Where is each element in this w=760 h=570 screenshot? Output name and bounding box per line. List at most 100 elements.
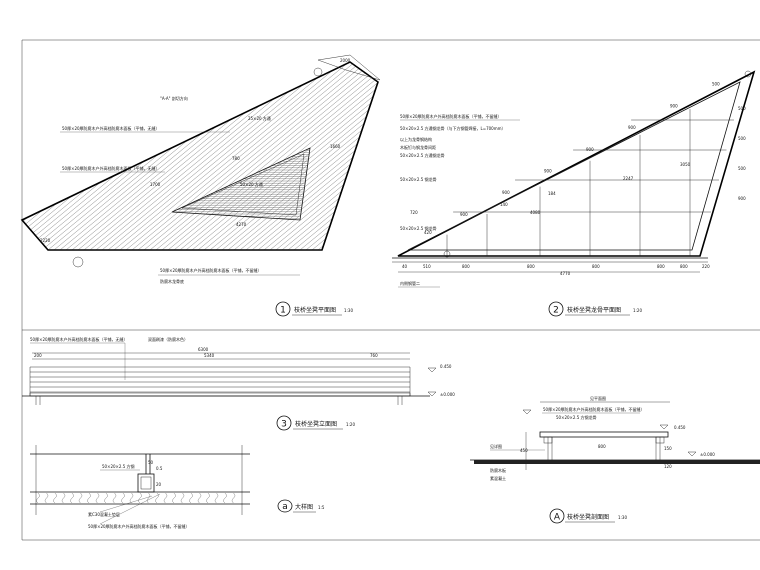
deck-board-line: [347, 62, 378, 250]
view-title: 枝桥坐凳立面图: [295, 420, 337, 428]
deck-board-line: [22, 62, 41, 250]
note-bottom-2: 防腐木龙骨底: [160, 278, 184, 284]
dim-bottom-label: 800: [527, 264, 535, 269]
steel-tube: [137, 473, 155, 493]
grain-stroke: [121, 492, 125, 504]
deck-board-line: [101, 62, 378, 250]
deck-board-line: [22, 62, 185, 250]
note-section-direction: "A-A" 剖切方向: [160, 95, 188, 101]
deck-board-line: [22, 62, 143, 250]
deck-board-line: [257, 62, 378, 250]
grain-stroke: [146, 492, 151, 504]
note-frame-5: 50×20×2.5 方通钢龙骨: [400, 152, 445, 158]
deck-board-line: [263, 62, 378, 250]
deck-board-line: [22, 62, 299, 250]
grain-stroke: [36, 492, 40, 504]
deck-board-line: [173, 62, 378, 250]
dim-2247: 2247: [623, 176, 634, 181]
view-title: 大样图: [295, 503, 313, 511]
deck-board-line: [22, 62, 89, 250]
note-sect-5: 素混凝土: [490, 475, 506, 481]
view-scale: 1:20: [633, 308, 642, 313]
dim-780: 780: [232, 156, 240, 161]
dim-total: 4770: [560, 271, 571, 276]
dim-top-label: 900: [502, 190, 510, 195]
level-mark: [659, 424, 669, 430]
note-detail-1: 50×20×2.5 方钢: [102, 463, 135, 469]
deck-board-line: [269, 62, 378, 250]
deck-board-line: [22, 62, 167, 250]
deck-board-line: [167, 62, 378, 250]
deck-board-line: [311, 62, 378, 250]
deck-board-line: [22, 62, 197, 250]
note-frame-1: 50厚×20厚防腐木户外高档防腐木面板（平铺，不留缝）: [400, 113, 502, 119]
dim-top-label: 900: [544, 169, 552, 174]
steel-tube-inner: [140, 476, 152, 490]
section-tube: [543, 436, 553, 444]
level-0450: 0.450: [440, 364, 452, 369]
note-deck-1: 50厚×20厚防腐木户外高档防腐木面板（平铺，无缝）: [62, 125, 160, 131]
note-sect-1: 50厚×20厚防腐木户外高档防腐木面板（平铺，不留缝）: [543, 406, 645, 412]
note-elev-2: 双面刷漆（防腐木色）: [148, 336, 188, 342]
plan-view-2: 50厚×20厚防腐木户外高档防腐木面板（平铺，不留缝） 50×20×2.5 方通…: [392, 70, 756, 317]
dim-bottom-label: 510: [423, 264, 431, 269]
grain-stroke: [231, 492, 236, 504]
node-circle: [744, 70, 752, 78]
frame-diagonal: [407, 81, 741, 251]
deck-board-line: [22, 62, 47, 250]
deck-board-line: [22, 62, 245, 250]
dim-6300: 6300: [198, 347, 209, 352]
view-title: 枝桥坐凳龙骨平面图: [567, 306, 621, 314]
level-mark: [687, 451, 697, 457]
grain-stroke: [197, 492, 202, 504]
dim-top-label: 900: [460, 212, 468, 217]
node-circle: [443, 250, 451, 258]
dim-184: 184: [548, 191, 556, 196]
deck-board-line: [22, 62, 77, 250]
note-detail-3: 50: [148, 460, 154, 465]
deck-board-line: [22, 62, 287, 250]
deck-board-line: [53, 62, 335, 250]
deck-board-line: [215, 62, 378, 250]
grain-stroke: [87, 492, 91, 504]
note-sect-4: 防腐木板: [490, 467, 506, 473]
view-marker-number: 3: [281, 420, 287, 430]
grain-stroke: [78, 492, 83, 504]
deck-board-line: [341, 62, 378, 250]
view-marker-letter: a: [282, 502, 288, 512]
deck-board-line: [251, 62, 378, 250]
view-scale: 1:20: [346, 422, 355, 427]
plan-view-1: "A-A" 剖切方向 50厚×20厚防腐木户外高档防腐木面板（平铺，无缝） 50…: [20, 54, 381, 317]
deck-board-line: [197, 62, 378, 250]
deck-board-line: [89, 62, 371, 250]
grain-stroke: [95, 492, 100, 504]
dim-2220: 2220: [40, 238, 51, 243]
deck-board-line: [22, 62, 155, 250]
note-sect-0: 见平面图: [590, 395, 606, 401]
note-detail-6: 50厚×20厚防腐木户外高档防腐木面板（平铺，不留缝）: [88, 523, 190, 529]
dim-bottom-label: 220: [702, 264, 710, 269]
level-mark: [522, 409, 532, 415]
dim-760: 760: [370, 353, 378, 358]
deck-board-line: [22, 62, 161, 250]
frame-outline: [397, 70, 756, 257]
deck-board-line: [22, 62, 179, 250]
dim-120: 120: [664, 464, 672, 469]
deck-board-line: [233, 62, 378, 250]
view-marker-circle: [275, 301, 291, 317]
note-detail-5: 素C30混凝土垫层: [88, 511, 120, 517]
grain-stroke: [138, 492, 142, 504]
note-frame-3: 以上为龙骨钢结构: [400, 136, 432, 142]
deck-board-line: [77, 62, 359, 250]
dim-5340: 5340: [204, 353, 215, 358]
grain-stroke: [44, 492, 49, 504]
view-marker-circle: [277, 499, 293, 513]
section-mark-circle-2: [313, 67, 323, 77]
elevation-base: [29, 392, 411, 397]
plan-tip-cap: [317, 54, 381, 81]
deck-board-line: [203, 62, 378, 250]
dim-top-label: 500: [712, 82, 720, 87]
deck-board-line: [22, 62, 257, 250]
